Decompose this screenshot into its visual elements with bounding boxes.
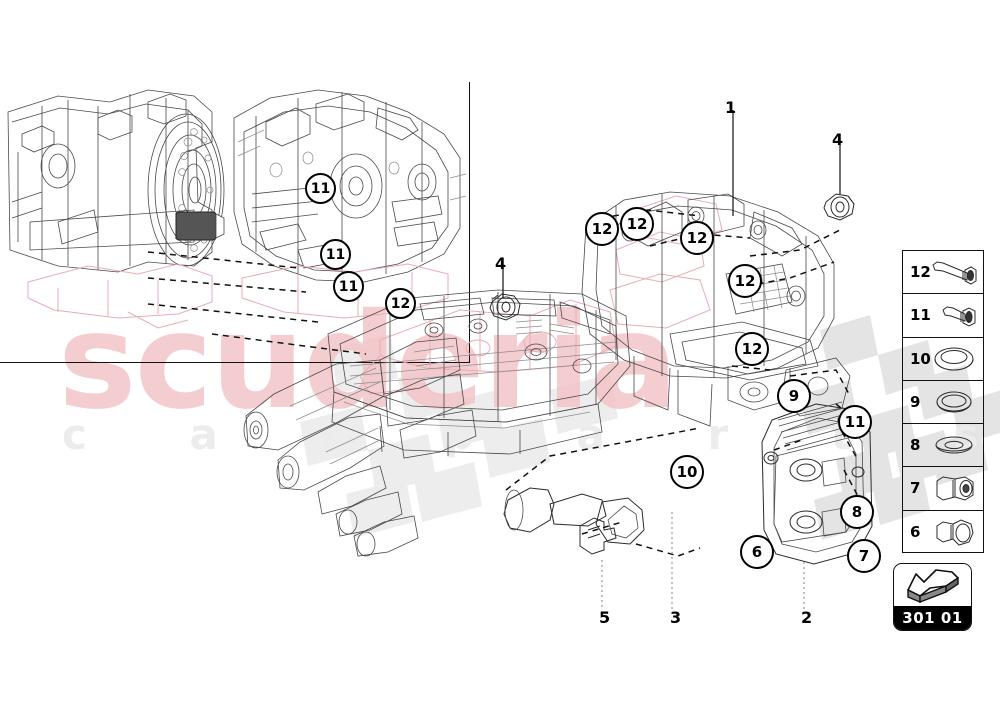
callout-11[interactable]: 11 xyxy=(838,405,872,439)
inset-callout-11-c[interactable]: 11 xyxy=(333,271,364,302)
legend-number: 6 xyxy=(910,523,921,542)
section-badge[interactable]: 301 01 xyxy=(893,563,972,631)
legend-row[interactable]: 7 xyxy=(903,467,983,511)
label-part-4-right: 4 xyxy=(832,130,844,149)
legend-row[interactable]: 10 xyxy=(903,338,983,381)
label-part-4-left: 4 xyxy=(495,254,507,273)
inset-callout-11-b[interactable]: 11 xyxy=(320,239,351,270)
callout-12-d[interactable]: 12 xyxy=(728,264,762,298)
label-part-3: 3 xyxy=(670,608,682,627)
legend-number: 10 xyxy=(910,349,931,368)
leader-part-4-right xyxy=(839,142,841,194)
label-part-1: 1 xyxy=(725,98,737,117)
leader-part-4-left xyxy=(502,268,504,298)
callout-7[interactable]: 7 xyxy=(847,539,881,573)
callout-8[interactable]: 8 xyxy=(840,495,874,529)
inset-detail-panel xyxy=(0,82,470,363)
callout-9[interactable]: 9 xyxy=(777,379,811,413)
flat-washer-seal-icon xyxy=(935,436,973,454)
legend-number: 11 xyxy=(910,306,931,325)
inset-clutch-drawing xyxy=(7,89,467,355)
section-badge-number: 301 01 xyxy=(894,606,971,630)
legend-row[interactable]: 8 xyxy=(903,424,983,468)
legend-number: 12 xyxy=(910,263,931,282)
legend-number: 7 xyxy=(910,479,921,498)
callout-6[interactable]: 6 xyxy=(740,535,774,569)
long-hex-flange-bolt-icon xyxy=(932,261,977,285)
medium-o-ring-seal-icon xyxy=(936,391,972,413)
large-o-ring-seal-icon xyxy=(934,347,974,371)
label-part-5: 5 xyxy=(599,608,611,627)
legend-row[interactable]: 11 xyxy=(903,294,983,338)
hex-head-bolt-icon xyxy=(936,519,974,546)
part-4-bushing-right xyxy=(823,193,855,221)
callout-12-e[interactable]: 12 xyxy=(735,332,769,366)
part-4-bushing-left xyxy=(489,293,521,321)
inset-callout-11-a[interactable]: 11 xyxy=(305,173,336,204)
legend-number: 8 xyxy=(910,436,921,455)
callout-12-c[interactable]: 12 xyxy=(680,221,714,255)
legend-row[interactable]: 9 xyxy=(903,381,983,425)
label-part-2: 2 xyxy=(801,608,813,627)
socket-head-bolt-icon xyxy=(936,476,974,501)
inset-callout-12-a[interactable]: 12 xyxy=(385,288,416,319)
short-hex-flange-bolt-icon xyxy=(942,306,976,327)
callout-10[interactable]: 10 xyxy=(670,455,704,489)
legend-row[interactable]: 12 xyxy=(903,251,983,295)
main-transmission-drawing xyxy=(243,191,873,610)
section-badge-icon xyxy=(894,564,971,606)
callout-12-a[interactable]: 12 xyxy=(585,212,619,246)
legend-number: 9 xyxy=(910,392,921,411)
leader-part-1 xyxy=(732,110,734,216)
callout-12-b[interactable]: 12 xyxy=(620,207,654,241)
legend-row[interactable]: 6 xyxy=(903,511,983,554)
parts-legend-table: 12 11 10 xyxy=(902,250,984,553)
